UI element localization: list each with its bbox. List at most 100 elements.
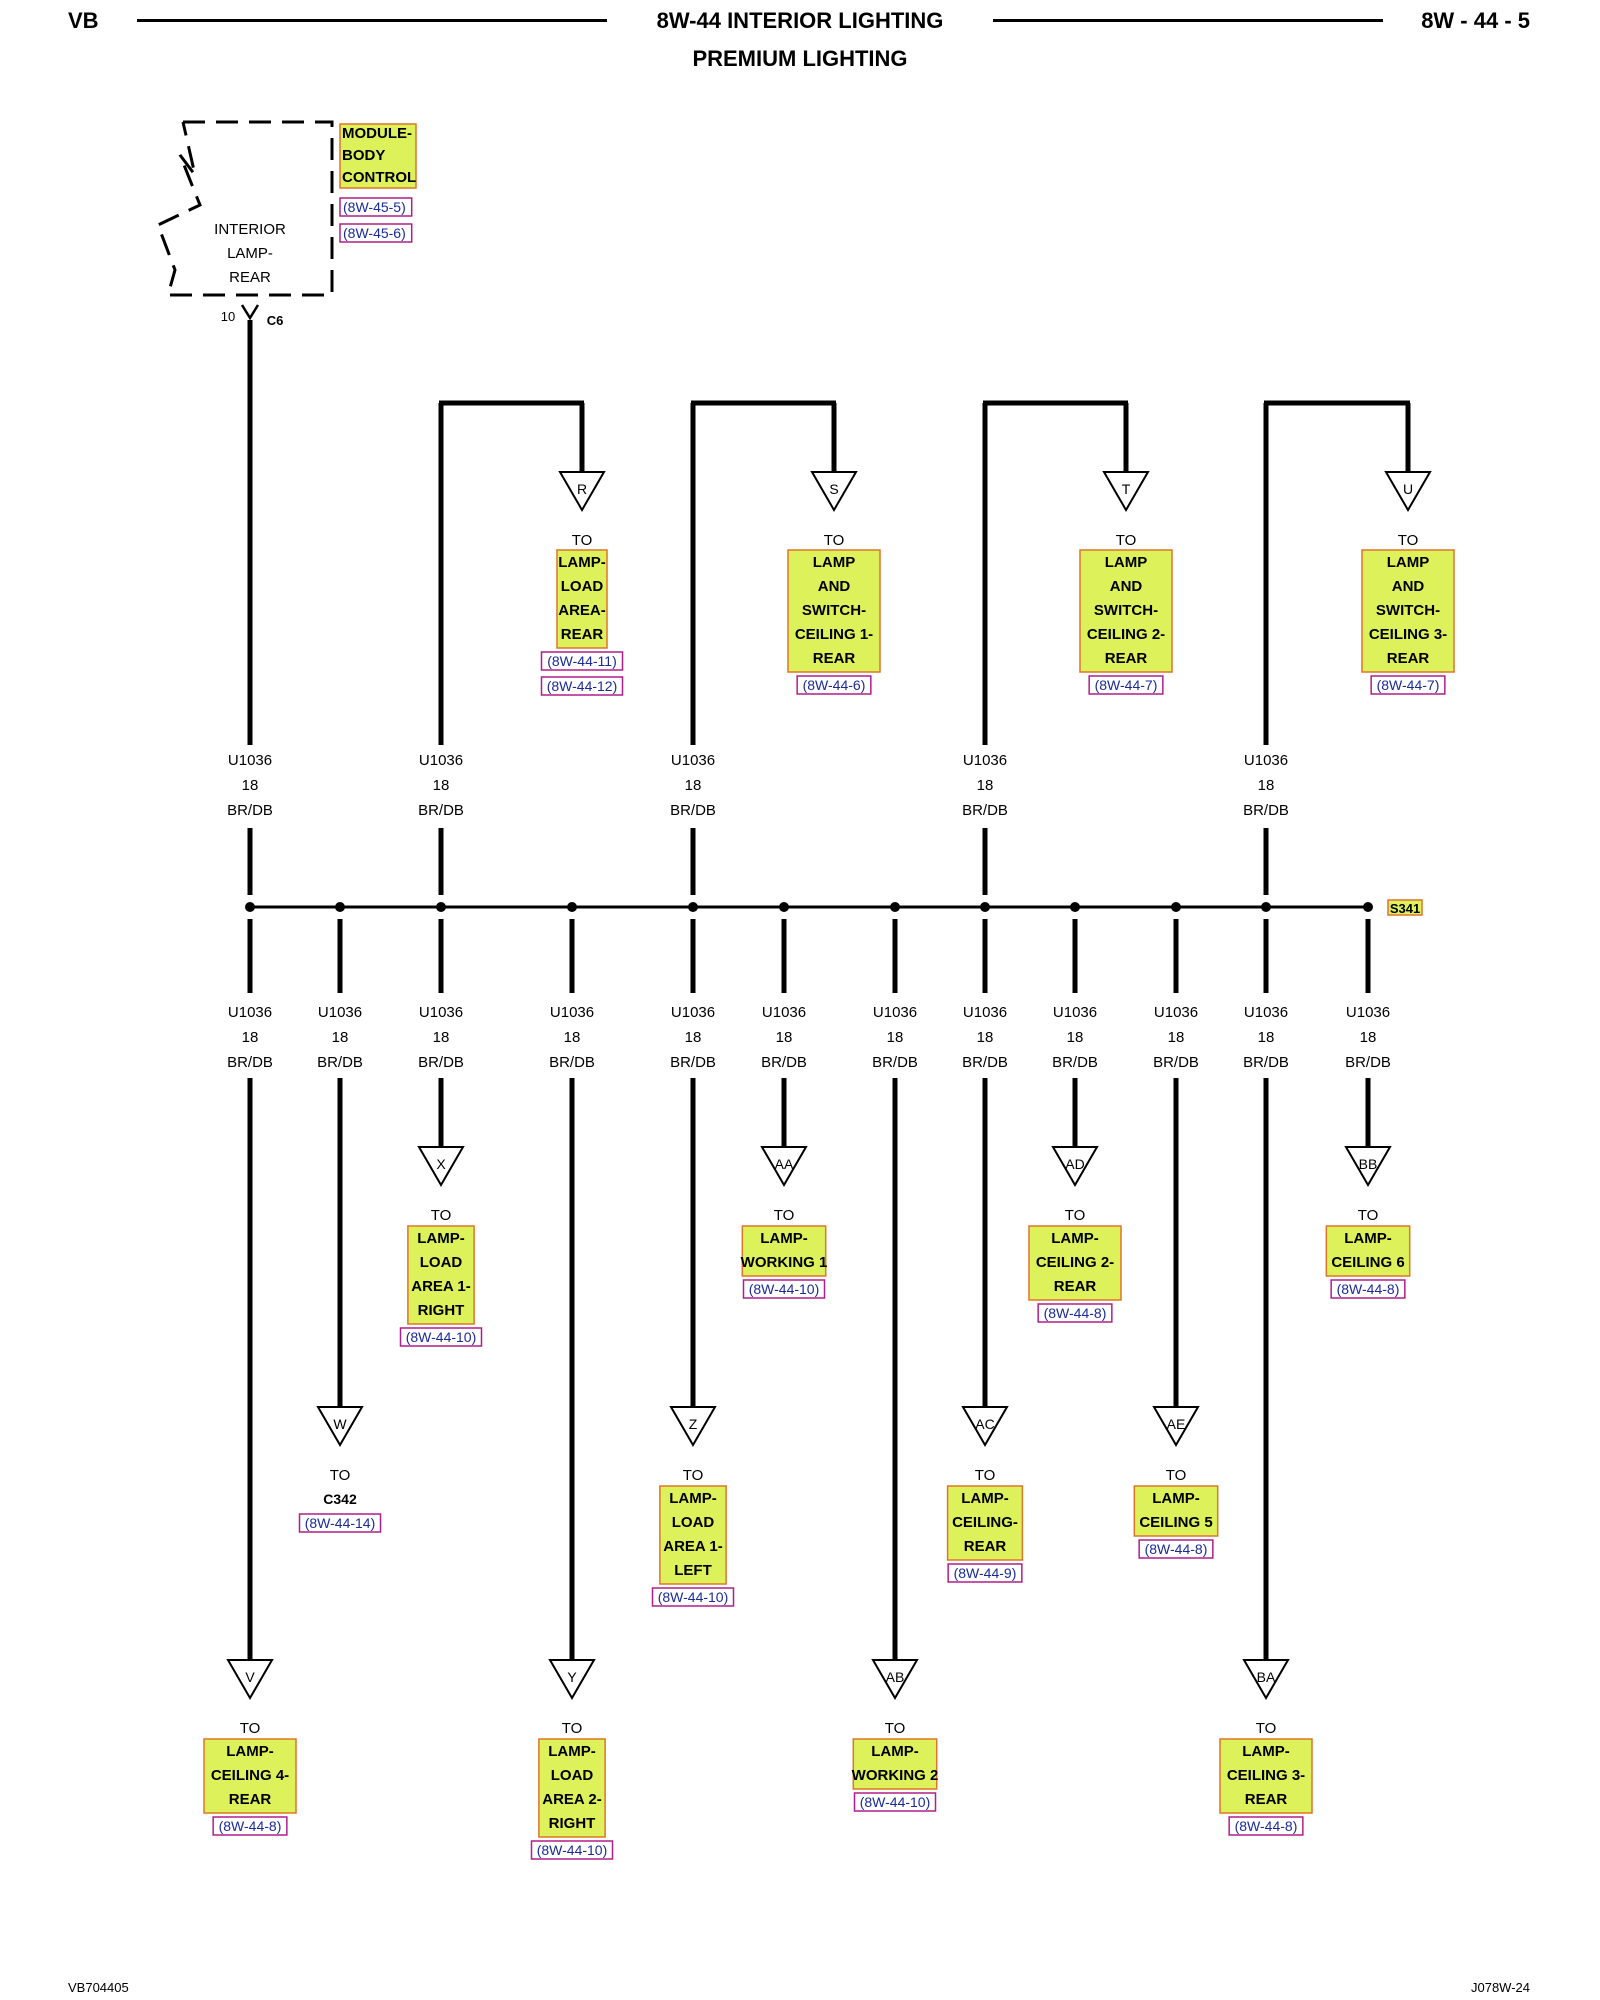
bottom-branch-ba-wire-color: BR/DB	[1243, 1054, 1289, 1071]
bottom-branch-ad-letter: AD	[1065, 1156, 1084, 1172]
top-branch-u-wire-code: U1036	[1244, 752, 1288, 769]
bottom-branch-ba-line: LAMP-	[1242, 1743, 1290, 1760]
bottom-branch-bb-letter: BB	[1359, 1156, 1378, 1172]
bottom-branch-aa-line: WORKING 1	[741, 1254, 828, 1271]
top-branch-u-letter: U	[1403, 481, 1413, 497]
page-subtitle: PREMIUM LIGHTING	[692, 46, 908, 71]
bottom-branch-y-wire-gauge: 18	[564, 1029, 581, 1046]
bottom-branch-z-wire-gauge: 18	[685, 1029, 702, 1046]
bottom-branch-ac-line: CEILING-	[952, 1514, 1018, 1531]
top-branch-s-line: SWITCH-	[802, 602, 866, 619]
bottom-branch-ae-arrow	[1152, 1406, 1200, 1447]
splice-node	[1070, 902, 1080, 912]
bottom-branch-ad-wire-color: BR/DB	[1052, 1054, 1098, 1071]
bottom-branch-z-box	[659, 1485, 727, 1585]
bottom-branch-x-wire-color: BR/DB	[418, 1054, 464, 1071]
bottom-branch-ab-box	[852, 1738, 938, 1790]
bottom-branch-ac-wire-code: U1036	[963, 1004, 1007, 1021]
bottom-branch-w-wire-code: U1036	[318, 1004, 362, 1021]
bottom-branch-v-line: REAR	[229, 1791, 272, 1808]
top-branch-r-ref-box	[540, 676, 624, 696]
bottom-branch-ac-ref-box	[947, 1563, 1023, 1583]
bottom-branch-ac-wire-color: BR/DB	[962, 1054, 1008, 1071]
bottom-branch-ad-line: CEILING 2-	[1036, 1254, 1114, 1271]
page-number: 8W - 44 - 5	[1421, 8, 1530, 33]
bottom-branch-ab-wire-color: BR/DB	[872, 1054, 918, 1071]
top-branch-u-ref-box	[1370, 675, 1446, 695]
top-branch-r-line: REAR	[561, 626, 604, 643]
bottom-branch-y-ref-box	[530, 1840, 614, 1860]
bottom-branch-ae-line: LAMP-	[1152, 1490, 1200, 1507]
bottom-branch-bb-arrow	[1344, 1146, 1392, 1187]
bottom-branch-ba-ref: (8W-44-8)	[1235, 1818, 1298, 1834]
top-branch-s-box	[787, 549, 881, 673]
bottom-branch-z-line: LAMP-	[669, 1490, 717, 1507]
top-branch-t-line: AND	[1110, 578, 1143, 595]
bottom-branch-v-to: TO	[240, 1720, 261, 1737]
bottom-branch-ad-wire-gauge: 18	[1067, 1029, 1084, 1046]
top-branch-r-ref: (8W-44-11)	[547, 653, 617, 669]
top-branch-t-line: SWITCH-	[1094, 602, 1158, 619]
bottom-branch-ac-box	[946, 1485, 1024, 1561]
bottom-branch-ba-ref-box	[1228, 1816, 1304, 1836]
top-branch-u-line: CEILING 3-	[1369, 626, 1447, 643]
top-branch-u-line: LAMP	[1387, 554, 1430, 571]
bottom-branch-ad-line: LAMP-	[1051, 1230, 1099, 1247]
module-feed-wire-color: BR/DB	[227, 802, 273, 819]
top-branch-t-wire-color: BR/DB	[962, 802, 1008, 819]
bottom-branch-w-arrow	[316, 1406, 364, 1447]
bottom-branch-ba-box	[1219, 1738, 1313, 1814]
top-branch-r-arrow	[558, 471, 606, 512]
bottom-branch-v-ref: (8W-44-8)	[219, 1818, 282, 1834]
bottom-branch-ba-wire-gauge: 18	[1258, 1029, 1275, 1046]
bottom-branch-ac-line: REAR	[964, 1538, 1007, 1555]
bottom-branch-ae-ref: (8W-44-8)	[1145, 1541, 1208, 1557]
top-branch-t-ref-box	[1088, 675, 1164, 695]
bottom-branch-ba-wire-code: U1036	[1244, 1004, 1288, 1021]
top-branch-t-letter: T	[1122, 481, 1131, 497]
bottom-branch-v-box	[203, 1738, 297, 1814]
bottom-branch-ad-box	[1028, 1225, 1122, 1301]
bottom-branch-ae-box	[1133, 1485, 1219, 1537]
bottom-branch-ac-wire-gauge: 18	[977, 1029, 994, 1046]
module-inner-label: LAMP-	[227, 245, 273, 262]
top-branch-r-wire-code: U1036	[419, 752, 463, 769]
top-branch-r-line: AREA-	[558, 602, 606, 619]
bottom-branch-ad-wire-code: U1036	[1053, 1004, 1097, 1021]
bottom-branch-w-to: TO	[330, 1467, 351, 1484]
bottom-branch-x-line: LAMP-	[417, 1230, 465, 1247]
top-branch-t-wire-gauge: 18	[977, 777, 994, 794]
top-branch-t-wire-code: U1036	[963, 752, 1007, 769]
bottom-branch-ab-wire-gauge: 18	[887, 1029, 904, 1046]
bottom-branch-w-wire-color: BR/DB	[317, 1054, 363, 1071]
bottom-branch-w-wire-gauge: 18	[332, 1029, 349, 1046]
bottom-branch-ab-line: WORKING 2	[852, 1767, 939, 1784]
bottom-branch-bb-line: CEILING 6	[1331, 1254, 1404, 1271]
top-branch-t-line: LAMP	[1105, 554, 1148, 571]
footer-left: VB704405	[68, 1980, 129, 1995]
top-branch-u-to: TO	[1398, 532, 1419, 549]
bottom-branch-x-line: AREA 1-	[411, 1278, 470, 1295]
top-branch-u-line: AND	[1392, 578, 1425, 595]
splice-node	[567, 902, 577, 912]
bottom-branch-bb-to: TO	[1358, 1207, 1379, 1224]
bottom-branch-ad-ref-box	[1037, 1303, 1113, 1323]
module-name-line: MODULE-	[342, 125, 412, 142]
top-branch-u-box	[1361, 549, 1455, 673]
top-branch-t-ref: (8W-44-7)	[1095, 677, 1158, 693]
top-branch-s-line: AND	[818, 578, 851, 595]
splice-node	[245, 902, 255, 912]
module-name-box	[339, 123, 417, 189]
bottom-branch-w-ref-box	[298, 1513, 382, 1533]
bottom-branch-y-letter: Y	[567, 1669, 577, 1685]
top-branch-r-letter: R	[577, 481, 587, 497]
bottom-branch-ba-arrow	[1242, 1659, 1290, 1700]
module-feed-wire-gauge: 18	[242, 777, 259, 794]
bottom-branch-x-wire-gauge: 18	[433, 1029, 450, 1046]
bottom-branch-bb-ref: (8W-44-8)	[1337, 1281, 1400, 1297]
bottom-branch-aa-letter: AA	[775, 1156, 794, 1172]
bottom-branch-bb-wire-gauge: 18	[1360, 1029, 1377, 1046]
bottom-branch-aa-wire-color: BR/DB	[761, 1054, 807, 1071]
bottom-branch-y-box	[538, 1738, 606, 1838]
